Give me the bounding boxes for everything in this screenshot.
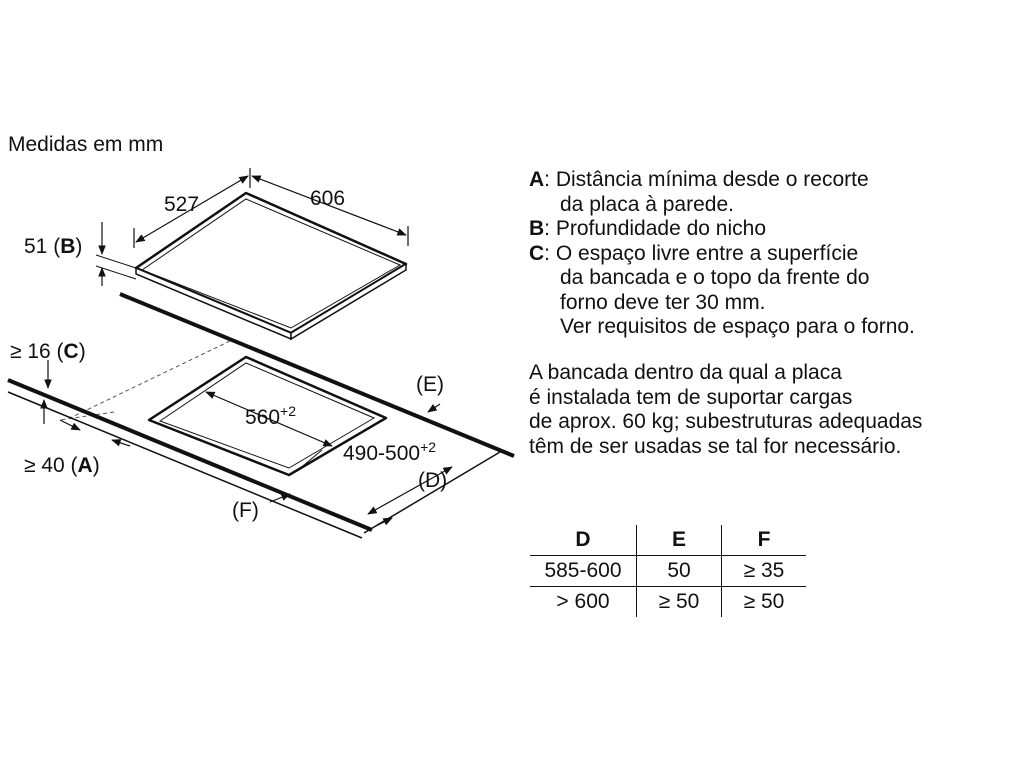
table-cell: ≥ 35: [721, 555, 806, 587]
d-label: (D): [418, 469, 448, 492]
table-header-d: D: [530, 525, 637, 556]
definition-c: C: O espaço livre entre a superfície: [529, 241, 859, 265]
table-row: > 600 ≥ 50 ≥ 50: [530, 586, 806, 617]
cut-width-label: 560+2: [245, 403, 297, 429]
table-cell: 585-600: [530, 555, 637, 587]
table-header-e: E: [636, 525, 722, 556]
countertop-back-edge: [119, 292, 515, 458]
definition-c-cont-1: da bancada e o topo da frente do: [560, 266, 870, 289]
definition-b: B: Profundidade do nicho: [529, 217, 767, 240]
note-line: é instalada tem de suportar cargas: [529, 385, 853, 409]
table-header-f: F: [721, 525, 806, 556]
a-label: ≥ 40 (A): [24, 454, 100, 477]
table-cell: > 600: [530, 586, 637, 617]
definition-c-cont-2: forno deve ter 30 mm.: [560, 290, 766, 314]
definition-a-cont: da placa à parede.: [560, 192, 734, 216]
load-note: A bancada dentro da qual a placa é insta…: [529, 361, 922, 459]
dimension-table: D E F 585-600 50 ≥ 35 > 600 ≥ 50 ≥ 50: [530, 525, 806, 617]
width-label: 606: [310, 187, 346, 210]
table-cell: ≥ 50: [743, 590, 785, 613]
installation-diagram: [7, 168, 515, 539]
e-label: (E): [416, 373, 444, 396]
note-line: A bancada dentro da qual a placa: [529, 361, 842, 384]
table-cell: 50: [636, 555, 722, 587]
height-b-label: 51 (B): [24, 235, 83, 258]
table-row: 585-600 50 ≥ 35: [530, 555, 806, 587]
countertop-front-edge: [7, 378, 373, 532]
note-line: de aprox. 60 kg; subestruturas adequadas: [529, 410, 923, 433]
note-line: têm de ser usadas se tal for necessário.: [529, 434, 902, 458]
c-label: ≥ 16 (C): [10, 340, 86, 363]
f-label: (F): [232, 499, 259, 522]
definition-a: A: Distância mínima desde o recorte: [529, 168, 869, 191]
definition-c-cont-3: Ver requisitos de espaço para o forno.: [560, 315, 915, 338]
cut-depth-label: 490-500+2: [343, 439, 437, 465]
depth-label: 527: [164, 193, 200, 216]
table-cell: ≥ 50: [636, 586, 722, 617]
definitions-list: A: Distância mínima desde o recorte da p…: [529, 168, 915, 340]
units-label: Medidas em mm: [8, 133, 164, 156]
